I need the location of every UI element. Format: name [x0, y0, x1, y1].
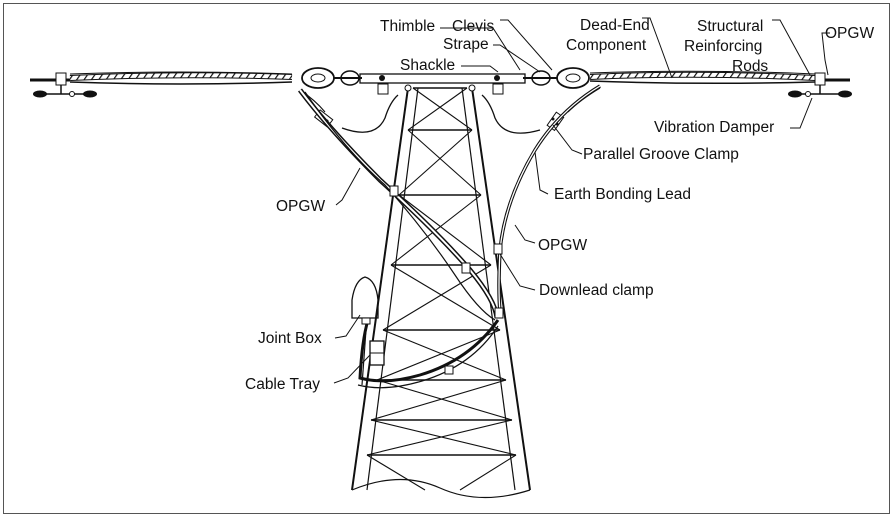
vibration-damper-left	[33, 72, 97, 98]
label-opgw-right: OPGW	[538, 237, 587, 254]
dead-end-hardware-right	[523, 67, 590, 89]
joint-box	[351, 276, 379, 325]
label-strape: Strape	[443, 36, 489, 53]
opgw-loop-to-joint-box	[357, 319, 500, 389]
label-structural-line2: Reinforcing	[684, 38, 762, 55]
label-earth-bonding-lead: Earth Bonding Lead	[554, 186, 691, 203]
vibration-damper-right	[788, 72, 852, 98]
opgw-downlead-right	[497, 84, 601, 313]
dead-end-hardware-left	[301, 67, 362, 89]
label-structural-line1: Structural	[697, 18, 763, 35]
leader-lines	[333, 17, 830, 384]
opgw-conductor-left	[30, 71, 293, 85]
downlead-clamps	[389, 185, 504, 375]
label-structural-line3: Rods	[732, 58, 768, 75]
label-clevis: Clevis	[452, 18, 494, 35]
cable-tray	[361, 329, 385, 386]
label-vibration-damper: Vibration Damper	[654, 119, 774, 136]
label-dead-end-line1: Dead-End	[580, 17, 650, 34]
label-thimble: Thimble	[380, 18, 435, 35]
label-downlead-clamp: Downlead clamp	[539, 282, 654, 299]
lattice-tower	[351, 87, 531, 499]
opgw-conductor-right	[589, 70, 850, 85]
crossarm	[359, 73, 526, 95]
opgw-downlead-left	[298, 88, 500, 321]
label-joint-box: Joint Box	[258, 330, 322, 347]
label-dead-end-line2: Component	[566, 37, 647, 54]
label-shackle: Shackle	[400, 57, 455, 74]
label-cable-tray: Cable Tray	[245, 376, 320, 393]
label-opgw-top-right: OPGW	[825, 25, 874, 42]
label-opgw-left: OPGW	[276, 198, 325, 215]
label-parallel-groove-clamp: Parallel Groove Clamp	[583, 146, 739, 163]
